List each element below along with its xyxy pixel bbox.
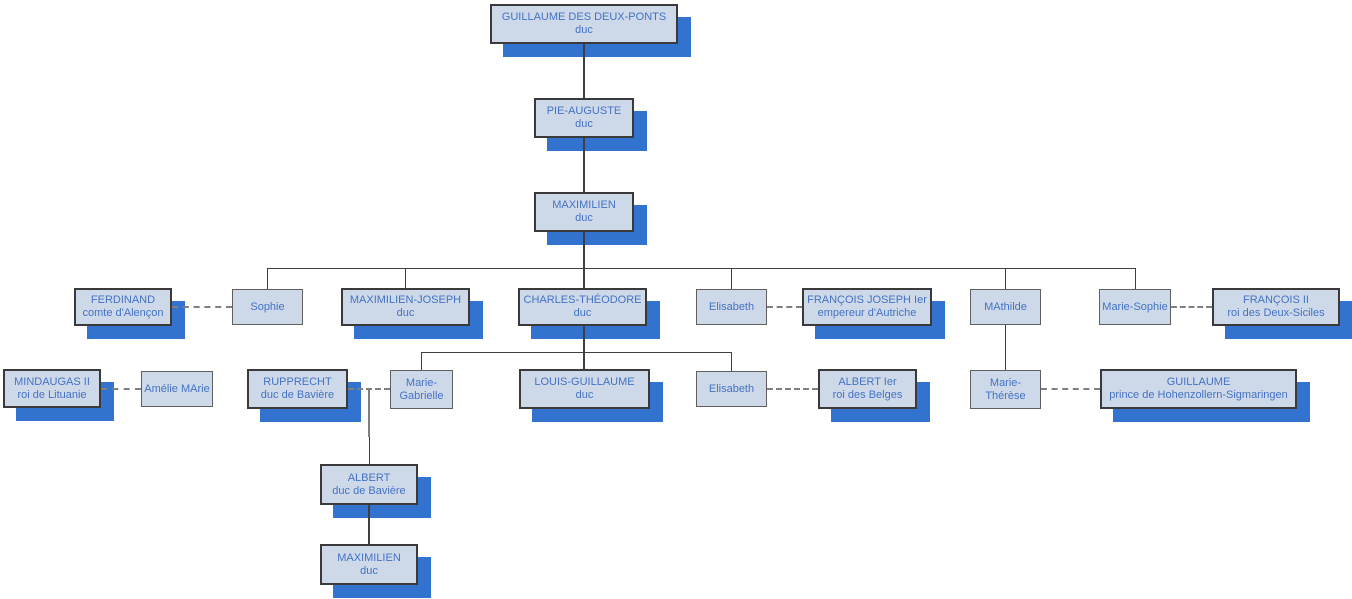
node-subtitle: comte d'Alençon	[82, 307, 164, 319]
node-subtitle: duc	[573, 307, 592, 319]
connector-dashed-line	[1171, 306, 1212, 308]
node-subtitle: empereur d'Autriche	[817, 307, 917, 319]
tree-node-elisabeth-2[interactable]: Elisabeth	[696, 371, 767, 407]
node-title: Marie-	[405, 376, 438, 389]
node-subtitle: prince de Hohenzollern-Sigmaringen	[1109, 389, 1288, 401]
node-title: FRANÇOIS JOSEPH Ier	[807, 294, 927, 306]
node-subtitle: duc	[575, 389, 594, 401]
tree-node-marie-sophie[interactable]: Marie-Sophie	[1099, 289, 1171, 325]
node-title: ALBERT	[347, 471, 391, 484]
node-title: RUPPRECHT	[263, 376, 332, 388]
node-title: Marie-	[989, 376, 1022, 389]
tree-node-marie-therese[interactable]: Marie-Thérèse	[970, 370, 1041, 409]
tree-node-marie-gabrielle[interactable]: Marie-Gabrielle	[390, 370, 453, 409]
node-subtitle: duc	[575, 118, 593, 130]
node-title: Marie-Sophie	[1102, 300, 1168, 313]
node-subtitle: Gabrielle	[399, 389, 444, 402]
connector-solid-line	[1005, 268, 1006, 289]
connector-solid-line	[1135, 268, 1136, 289]
node-title: MAthilde	[984, 300, 1027, 313]
node-title: Elisabeth	[708, 382, 755, 395]
node-title: FRANÇOIS II	[1242, 294, 1309, 306]
connector-dashed-line	[348, 388, 390, 390]
tree-node-elisabeth[interactable]: Elisabeth	[696, 289, 767, 325]
connector-solid-line	[421, 352, 422, 371]
node-title: Elisabeth	[708, 300, 755, 313]
connector-solid-line	[267, 268, 268, 289]
connector-dashed-line	[767, 388, 818, 390]
connector-stem-line	[583, 232, 585, 288]
node-title: Sophie	[250, 300, 285, 313]
node-subtitle: Thérèse	[985, 389, 1026, 402]
node-title: FERDINAND	[90, 294, 156, 306]
connector-dashed-line	[1041, 388, 1100, 390]
node-subtitle: roi des Belges	[832, 389, 903, 401]
tree-node-sophie[interactable]: Sophie	[232, 289, 303, 325]
node-title: LOUIS-GUILLAUME	[534, 376, 635, 388]
connector-stem-line	[583, 326, 585, 371]
node-subtitle: roi des Deux-Siciles	[1227, 307, 1325, 319]
node-title: MAXIMILIEN	[552, 199, 616, 211]
tree-node-mathilde[interactable]: MAthilde	[970, 289, 1041, 325]
node-subtitle: duc	[575, 24, 593, 36]
node-title: GUILLAUME DES DEUX-PONTS	[501, 11, 667, 23]
node-subtitle: duc de Bavière	[332, 484, 406, 497]
node-title: ALBERT Ier	[838, 376, 897, 388]
connector-solid-line	[731, 352, 732, 371]
connector-solid-line	[731, 268, 732, 289]
node-title: Amélie MArie	[144, 382, 210, 395]
node-subtitle: duc de Bavière	[260, 389, 335, 401]
connector-solid-line	[405, 268, 406, 288]
node-subtitle: duc	[575, 212, 593, 224]
node-subtitle: duc	[396, 307, 415, 319]
connector-solid-line	[1005, 325, 1006, 370]
connector-stem-line	[368, 505, 370, 544]
connector-stem-line	[583, 138, 585, 192]
node-subtitle: duc	[360, 564, 378, 577]
node-title: CHARLES-THÉODORE	[523, 294, 642, 306]
node-title: PIE-AUGUSTE	[546, 105, 622, 117]
node-title: MINDAUGAS II	[14, 375, 90, 388]
connector-dashed-line	[101, 388, 141, 390]
tree-node-amelie-marie[interactable]: Amélie MArie	[141, 371, 213, 407]
connector-solid-line	[369, 437, 370, 464]
connector-solid-line	[421, 352, 731, 353]
connector-solid-line	[267, 268, 1135, 269]
connector-gray-line	[368, 389, 370, 437]
connector-dashed-line	[767, 306, 802, 308]
connector-stem-line	[583, 43, 585, 98]
node-title: MAXIMILIEN	[337, 551, 401, 564]
node-title: GUILLAUME	[1166, 376, 1231, 388]
node-title: MAXIMILIEN-JOSEPH	[349, 294, 462, 306]
connector-dashed-line	[172, 306, 232, 308]
node-subtitle: roi de Lituanie	[17, 388, 87, 401]
